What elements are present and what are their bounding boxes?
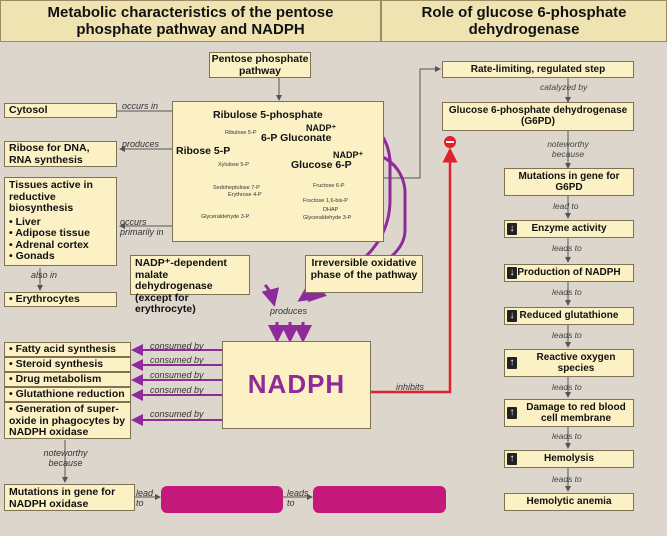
label-inhibits: inhibits [396,382,425,392]
label-leads-to: leads to [287,488,309,508]
ribose-text: Ribose for DNA, RNA synthesis [9,142,90,166]
hemolytic-anemia-box: Hemolytic anemia [504,493,634,511]
label-produces-2: produces [270,306,308,316]
use-glutathione: • Glutathione reduction [4,387,131,402]
redacted-box-2 [313,486,446,513]
label-noteworthy: noteworthy because [43,448,88,468]
tissue-item: • Gonads [9,250,55,262]
label-lead-to-right: lead to [553,201,579,211]
use-drug: • Drug metabolism [4,372,131,387]
label-occurs-in: occurs in [122,101,159,111]
g6pd-mutations-text: Mutations in gene for G6PD [518,171,620,193]
enzyme-text: Enzyme activity [531,223,607,234]
arrow-down-icon: ↓ [507,310,517,322]
ribose-box: Ribose for DNA, RNA synthesis [4,141,117,167]
use-superoxide: • Generation of super-oxide in phagocyte… [4,402,131,439]
reaction-box: Ribulose 5-phosphate NADP⁺ 6-P Gluconate… [172,101,384,242]
ros-text: Reactive oxygen species [536,352,616,374]
damage-box: ↑ Damage to red blood cell membrane [504,399,634,427]
mutations-oxidase-box: Mutations in gene for NADPH oxidase [4,484,135,511]
label-lead-to: lead to [136,488,154,508]
g6pd-mutations-box: Mutations in gene for G6PD [504,168,634,196]
small-fructose16: Fructose 1,6-bis-P [303,198,348,204]
small-xylulose: Xylulose 5-P [218,162,249,168]
label-leads-to-5: leads to [552,431,582,441]
reduced-text: Reduced glutathione [519,310,619,321]
label-leads-to-6: leads to [552,474,582,484]
nadp-label-2: NADP⁺ [333,150,364,160]
pathway-title: Pentose phosphate pathway [211,53,309,77]
nadph-box: NADPH [222,341,371,429]
malate-text: NADP⁺-dependent malate dehydrogenase (ex… [135,257,227,315]
ros-box: ↑ Reactive oxygen species [504,349,634,377]
arrow-up-icon: ↑ [507,407,517,419]
label-consumed-3: consumed by [150,370,204,380]
use-fatty-acid: • Fatty acid synthesis [4,342,131,357]
label-leads-to-1: leads to [552,243,582,253]
enzyme-activity-box: ↓ Enzyme activity [504,220,634,238]
label-consumed-1: consumed by [150,341,204,351]
g6pd-text: Glucose 6-phosphate dehydrogenase (G6PD) [448,105,628,127]
small-glyceraldehyde: Glyceraldehyde 3-P [201,214,250,220]
rate-text: Rate-limiting, regulated step [470,64,606,75]
label-consumed-2: consumed by [150,355,204,365]
hemolysis-box: ↑ Hemolysis [504,450,634,468]
label-leads-to-2: leads to [552,287,582,297]
label-produces: produces [122,139,160,149]
label-occurs-primarily: occurs primarily in [120,217,164,237]
production-nadph-box: ↓Production of NADPH [504,264,634,282]
tissue-item: • Liver [9,215,41,228]
arrow-up-icon: ↑ [507,357,517,369]
oxidative-box: Irreversible oxidative phase of the path… [305,255,423,293]
right-header-text: Role of glucose 6-phosphate dehydrogenas… [421,4,627,38]
g6pd-box: Glucose 6-phosphate dehydrogenase (G6PD) [442,102,634,131]
small-dhap: DHAP [323,207,339,213]
mutations-oxidase-text: Mutations in gene for NADPH oxidase [9,486,116,510]
erythrocytes-text: Erythrocytes [15,293,80,305]
small-fructose6p: Fructose 6-P [313,183,345,189]
rate-limiting-box: Rate-limiting, regulated step [442,61,634,78]
label-also-in: also in [31,270,58,280]
small-glyceraldehyde-2: Glyceraldehyde 3-P [303,215,352,221]
label-leads-to-4: leads to [552,382,582,392]
glucose6p-label: Glucose 6-P [291,159,352,171]
nadp-label-1: NADP⁺ [306,123,337,133]
erythrocytes-box: • Erythrocytes [4,292,117,307]
cytosol-text: Cytosol [9,104,48,116]
arrow-down-icon: ↓ [507,267,517,279]
right-header: Role of glucose 6-phosphate dehydrogenas… [381,0,667,42]
malate-box: NADP⁺-dependent malate dehydrogenase (ex… [130,255,250,315]
tissues-title: Tissues active in reductive biosynthesis [9,179,93,214]
gluconate-label: 6-P Gluconate [261,132,332,144]
label-leads-to-3: leads to [552,330,582,340]
tissues-box: Tissues active in reductive biosynthesis… [4,177,117,266]
damage-text: Damage to red blood cell membrane [526,402,626,424]
anemia-text: Hemolytic anemia [526,496,612,507]
production-text: Production of NADPH [517,267,621,278]
tissue-item: • Adipose tissue [9,227,90,239]
reduced-glutathione-box: ↓Reduced glutathione [504,307,634,325]
hemolysis-text: Hemolysis [543,453,595,464]
label-consumed-5: consumed by [150,409,204,419]
small-sedoheptulose: Sedoheptulose 7-P [213,185,260,191]
pathway-box: Pentose phosphate pathway [209,52,311,78]
label-catalyzed: catalyzed by [540,82,588,92]
label-consumed-4: consumed by [150,385,204,395]
tissue-item: • Adrenal cortex [9,238,89,251]
cytosol-box: Cytosol [4,103,117,118]
nadph-text: NADPH [247,369,346,400]
label-noteworthy-right: noteworthy because [547,139,589,159]
left-header: Metabolic characteristics of the pentose… [0,0,381,42]
oxidative-text: Irreversible oxidative phase of the path… [310,257,418,281]
ribulose-label: Ribulose 5-phosphate [213,109,323,121]
left-header-text: Metabolic characteristics of the pentose… [47,4,334,38]
small-ribulose: Ribulose 5-P [225,130,257,136]
arrow-down-icon: ↓ [507,223,517,235]
use-steroid: • Steroid synthesis [4,357,131,372]
redacted-box-1 [161,486,283,513]
ribose5p-label: Ribose 5-P [176,145,231,157]
small-erythrose: Erythrose 4-P [228,192,262,198]
arrow-up-icon: ↑ [507,453,517,465]
